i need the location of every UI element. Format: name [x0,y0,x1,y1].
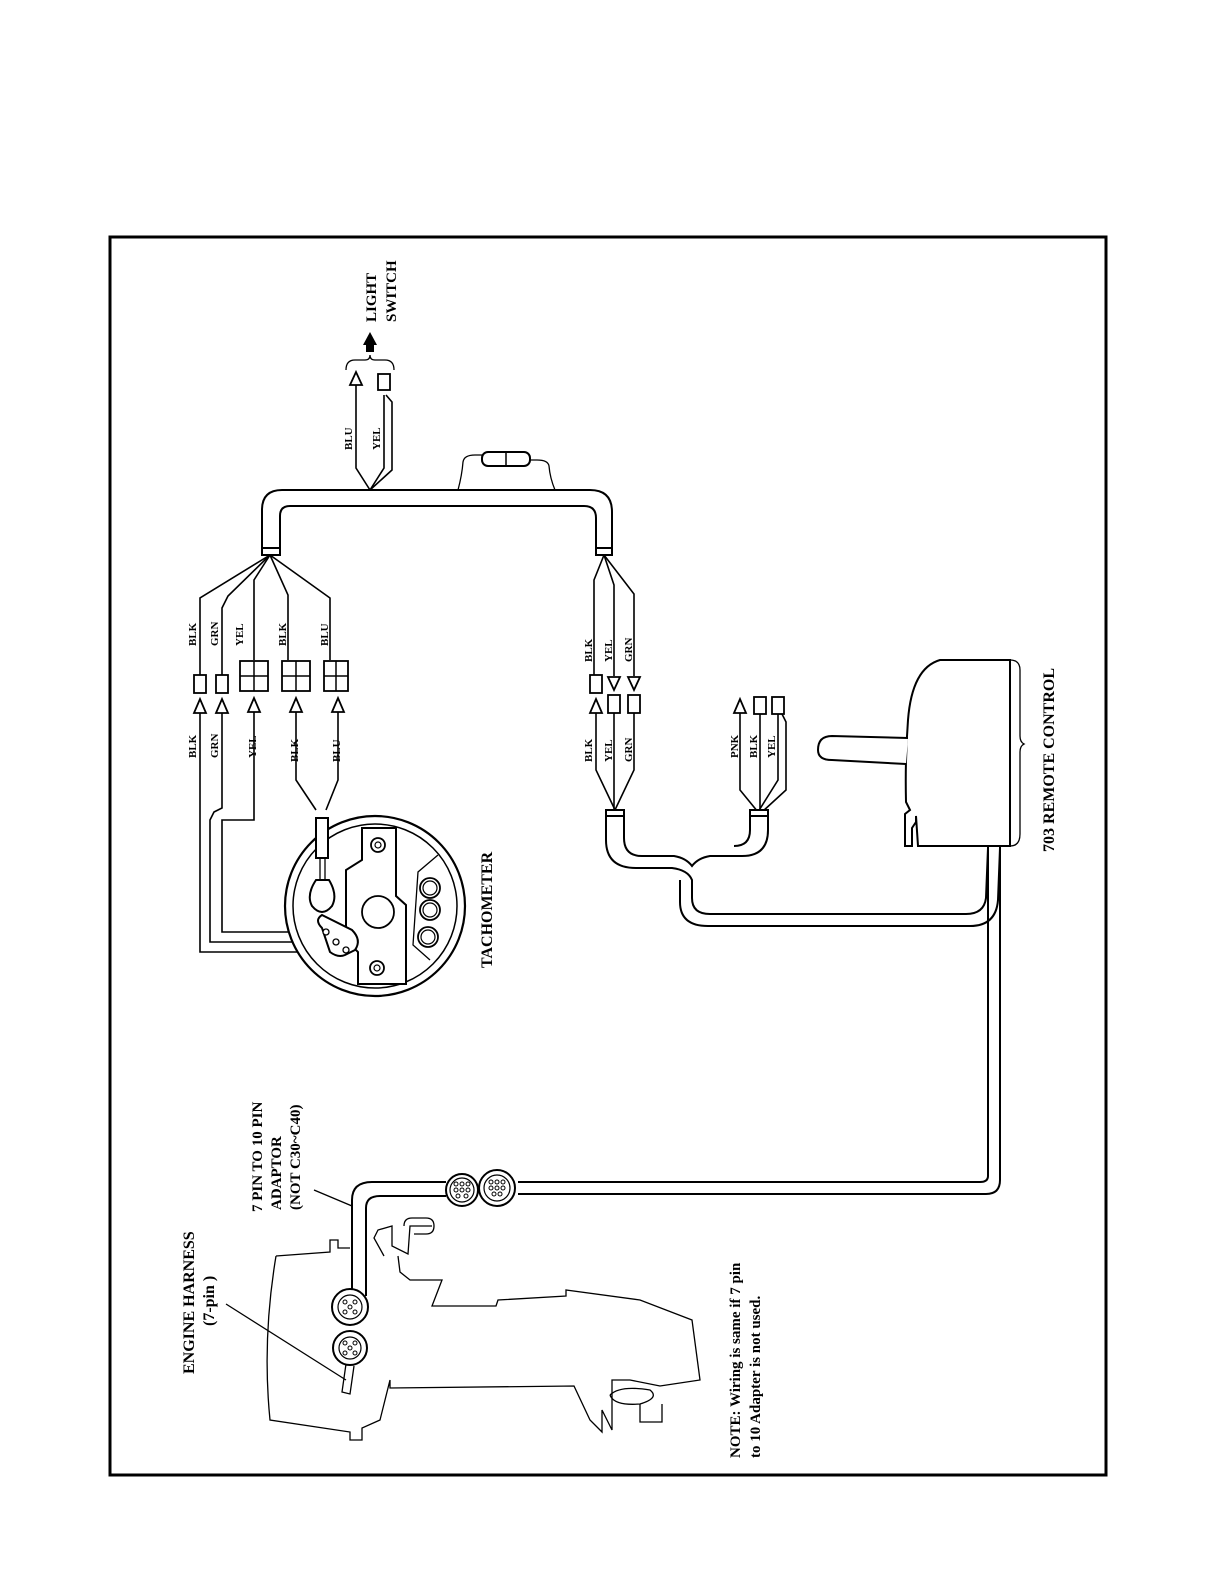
wire-label: BLU [319,623,331,646]
wire-label: BLU [331,739,343,762]
engine-harness-pin-label: (7-pin ) [201,1276,218,1326]
wire-label: YEL [603,639,615,662]
note-line-1: NOTE: Wiring is same if 7 pin [728,1262,744,1458]
wire-label: GRN [209,622,221,647]
blk-connector [194,675,206,693]
wire-label: YEL [766,735,778,758]
remote-control: 703 REMOTE CONTROL [818,660,1058,852]
blu-4way-connector [324,661,348,691]
blk-4way-connector [282,661,310,691]
wire-label: GRN [209,734,221,759]
wire-label: PNK [729,734,741,758]
wire-label: BLK [187,734,199,758]
yel-connector [378,374,390,390]
wire-label: BLK [583,738,595,762]
wire-label: YEL [234,623,246,646]
light-switch-label-2: SWITCH [384,260,400,322]
wire-label: YEL [247,735,259,758]
remote-connectors: BLK YEL GRN BLK YEL GRN [583,638,640,763]
wire-label: BLK [748,734,760,758]
remote-control-label: 703 REMOTE CONTROL [1041,668,1058,852]
main-harness-upper [262,490,612,555]
blu-connector-arrow [350,372,362,385]
remote-lead-wires: PNK BLK YEL [729,697,786,812]
outboard-engine [226,1218,700,1440]
tach-harness-wires [200,555,330,676]
light-switch-branch: LIGHT SWITCH BLU YEL [343,260,400,490]
note-line-2: to 10 Adapter is not used. [748,1296,764,1458]
inline-fuse [458,452,555,490]
wire-label-yel: YEL [371,427,383,450]
tachometer-label: TACHOMETER [479,851,496,968]
adaptor-label-3: (NOT C30~C40) [288,1105,304,1210]
diagram-frame [110,237,1106,1475]
adaptor-label-1: 7 PIN TO 10 PIN [250,1102,266,1212]
adaptor-connectors [314,1170,515,1296]
tach-connectors: BLK GRN YEL BLK BLU BLK GRN YEL BLK BLU [187,622,348,763]
wire-label-blu: BLU [343,427,355,450]
wire-label: BLK [277,622,289,646]
main-cable [518,846,1000,1194]
wire-label: BLK [187,622,199,646]
wire-label: BLK [289,738,301,762]
adaptor-label-2: ADAPTOR [269,1136,285,1210]
wire-label: BLK [583,638,595,662]
grn-connector [216,675,228,693]
engine-harness-label: ENGINE HARNESS [181,1231,198,1374]
yel-4way-connector [240,661,268,691]
light-switch-label: LIGHT [364,273,380,322]
arrow-up-icon [363,332,377,345]
tachometer: TACHOMETER [285,816,496,996]
wire-label: GRN [623,638,635,663]
